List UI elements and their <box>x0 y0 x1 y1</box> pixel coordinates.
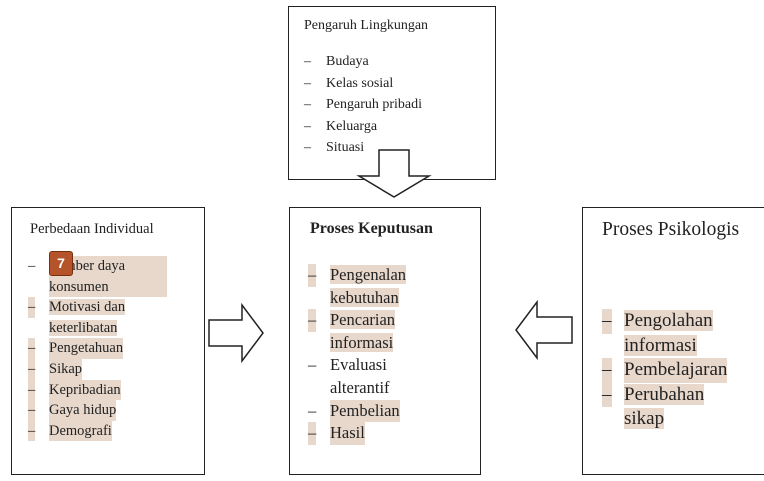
dash-marker: – <box>304 97 311 112</box>
dash-marker: – <box>28 358 36 380</box>
decision-process-title: Proses Keputusan <box>310 220 433 237</box>
psychological-process-list: –Pengolahan informasi –Pembelajaran –Per… <box>602 309 764 432</box>
dash-marker: – <box>28 379 36 401</box>
list-item: –Pencarian informasi <box>308 309 478 354</box>
left-arrow-icon <box>515 299 573 361</box>
list-item-text: Keluarga <box>326 118 378 134</box>
list-item-text: Pembelajaran <box>624 358 728 383</box>
dash-marker: – <box>602 309 612 334</box>
list-item-highlight: Pengolahan informasi <box>624 310 713 356</box>
dash-marker: – <box>304 54 311 69</box>
list-item-text: Hasil <box>330 422 365 445</box>
list-item: –Pengaruh pribadi <box>304 94 422 116</box>
list-item: –Perubahan sikap <box>602 382 764 432</box>
dash-marker: – <box>28 297 36 318</box>
list-item-text: Kepribadian <box>49 379 121 401</box>
dash-marker: – <box>28 400 36 421</box>
list-item: –Demografi <box>28 420 198 442</box>
dash-marker: – <box>602 358 612 383</box>
right-arrow-icon <box>208 302 264 364</box>
dash-marker: – <box>304 118 311 134</box>
dash-marker: – <box>304 75 311 91</box>
list-item: –Situasi <box>304 137 422 159</box>
list-item: –Sikap <box>28 358 198 380</box>
dash-marker: – <box>308 422 317 445</box>
list-item: –Gaya hidup <box>28 400 198 421</box>
dash-marker: – <box>308 400 317 420</box>
list-item-text: Pengolahan informasi <box>624 309 754 358</box>
dash-marker: – <box>308 264 317 287</box>
decision-process-list: –Pengenalan kebutuhan –Pencarian informa… <box>308 264 478 445</box>
list-item: –Kelas sosial <box>304 73 422 95</box>
list-item-highlight: Motivasi dan keterlibatan <box>49 299 126 336</box>
list-item: –Kepribadian <box>28 379 198 401</box>
dash-marker: – <box>28 420 36 442</box>
dash-marker: – <box>304 140 311 155</box>
psychological-process-box: Proses Psikologis –Pengolahan informasi … <box>582 207 764 475</box>
down-arrow-icon <box>356 149 432 198</box>
list-item-text: Gaya hidup <box>49 400 117 421</box>
list-item: –Pengetahuan <box>28 338 198 359</box>
decision-process-box: Proses Keputusan –Pengenalan kebutuhan –… <box>289 207 481 475</box>
list-item-text: Kelas sosial <box>326 75 394 91</box>
list-item: –Evaluasi alterantif <box>308 354 478 399</box>
list-item: –Pembelian <box>308 399 478 423</box>
list-item-text: Motivasi dan keterlibatan <box>49 297 167 338</box>
list-item: –Keluarga <box>304 116 422 138</box>
individual-differences-title: Perbedaan Individual <box>30 221 154 237</box>
list-item: –Pengenalan kebutuhan <box>308 264 478 309</box>
list-item-text: Perubahan sikap <box>624 383 734 432</box>
environmental-influence-list: –Budaya –Kelas sosial –Pengaruh pribadi … <box>304 51 422 159</box>
list-item-text: Budaya <box>326 54 369 69</box>
list-item: –Pengolahan informasi <box>602 309 764 358</box>
list-item-text: Pengetahuan <box>49 338 124 359</box>
individual-differences-list: –Sumber daya konsumen –Motivasi dan kete… <box>28 256 198 442</box>
dash-marker: – <box>308 309 317 332</box>
list-item-highlight: Pencarian informasi <box>330 310 396 352</box>
list-item: –Budaya <box>304 51 422 73</box>
dash-marker: – <box>28 338 36 359</box>
list-item-text: Situasi <box>326 140 365 155</box>
environmental-influence-title: Pengaruh Lingkungan <box>304 18 429 33</box>
list-item: –Pembelajaran <box>602 358 764 383</box>
list-item-highlight: Perubahan sikap <box>624 383 705 429</box>
step-number-badge[interactable]: 7 <box>49 251 73 276</box>
list-item-text: Evaluasi alterantif <box>330 355 390 397</box>
psychological-process-title: Proses Psikologis <box>602 219 740 240</box>
dash-marker: – <box>28 258 36 274</box>
list-item-text: Sikap <box>49 358 83 380</box>
list-item-text: Pengenalan kebutuhan <box>330 264 430 309</box>
list-item-text: Pengaruh pribadi <box>326 97 423 112</box>
list-item-highlight: Pengenalan kebutuhan <box>330 265 407 307</box>
list-item-text: Pencarian informasi <box>330 309 422 354</box>
dash-marker: – <box>602 382 612 407</box>
list-item-text: Pembelian <box>330 399 400 423</box>
list-item-text: Demografi <box>49 420 112 442</box>
list-item: –Hasil <box>308 422 478 445</box>
dash-marker: – <box>308 355 317 375</box>
list-item: –Motivasi dan keterlibatan <box>28 297 198 338</box>
individual-differences-box: Perbedaan Individual –Sumber daya konsum… <box>11 207 205 475</box>
